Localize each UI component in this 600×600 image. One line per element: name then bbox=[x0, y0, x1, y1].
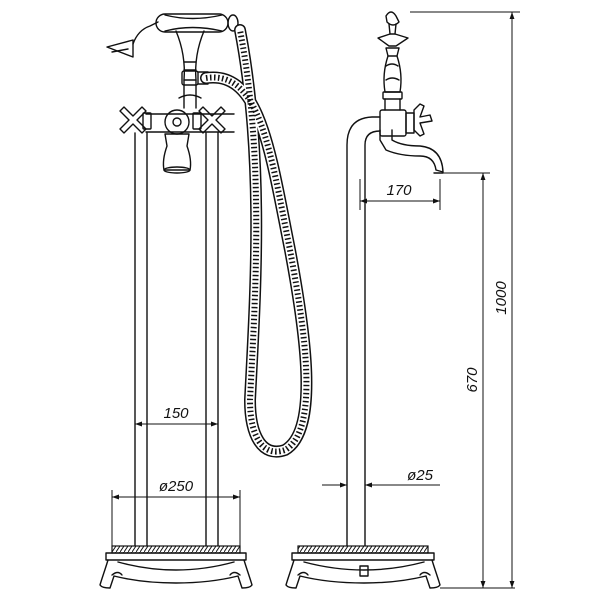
dimension-base-diameter: ø250 bbox=[111, 478, 241, 546]
side-view: 170 ø25 670 1000 bbox=[285, 11, 520, 589]
dimension-label-center-spacing: 150 bbox=[163, 405, 189, 422]
dimension-label-spout-reach: 170 bbox=[386, 182, 412, 199]
mixer-body bbox=[119, 79, 235, 174]
side-pipe bbox=[346, 116, 381, 549]
side-base bbox=[285, 545, 441, 589]
shower-hose bbox=[200, 24, 313, 458]
front-base bbox=[99, 545, 253, 589]
dimension-1000: 1000 bbox=[410, 11, 520, 588]
dimension-pipe-diameter: ø25 bbox=[322, 467, 440, 488]
dimension-label-spout-height: 670 bbox=[464, 367, 481, 393]
dimension-label-pipe-diameter: ø25 bbox=[407, 467, 434, 484]
dimension-label-total-height: 1000 bbox=[493, 281, 510, 315]
hand-shower bbox=[106, 13, 239, 81]
front-pipes bbox=[134, 132, 219, 549]
side-mixer bbox=[379, 103, 444, 174]
front-view: 150 ø250 bbox=[99, 13, 313, 589]
dimension-150: 150 bbox=[135, 405, 218, 427]
top-handle bbox=[377, 11, 409, 111]
dimension-label-base-diameter: ø250 bbox=[159, 478, 194, 495]
dimension-170: 170 bbox=[359, 179, 441, 210]
dimension-670: 670 bbox=[440, 172, 515, 589]
